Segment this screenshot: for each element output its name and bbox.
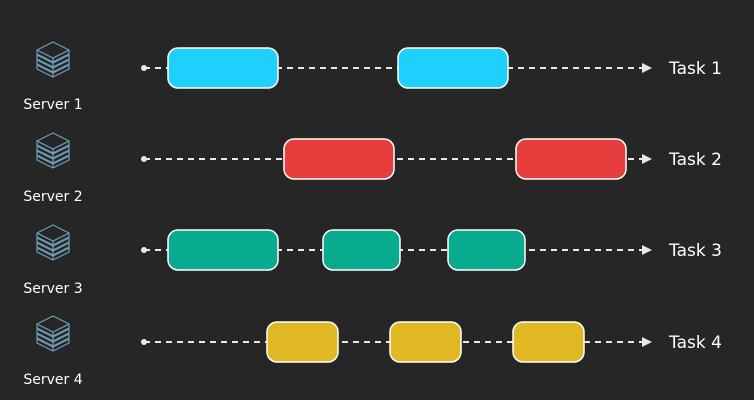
task-label: Task 2 [668, 150, 722, 170]
task-label: Task 3 [668, 241, 722, 261]
task-block-3 [447, 229, 526, 271]
server-stack-icon [36, 315, 70, 352]
row-1: Server 1 Task 1 [23, 41, 722, 113]
task-block-3 [512, 321, 585, 363]
task-block-1 [167, 47, 279, 89]
server-stack-icon [36, 132, 70, 169]
server-stack-icon [36, 41, 70, 78]
server-label: Server 4 [23, 372, 82, 388]
task-label: Task 1 [668, 59, 722, 79]
server-label: Server 3 [23, 281, 82, 297]
row-3: Server 3 Task 3 [23, 224, 722, 297]
server-label: Server 2 [23, 189, 82, 205]
task-block-1 [167, 229, 279, 271]
task-block-1 [283, 138, 395, 180]
server-label: Server 1 [23, 97, 82, 113]
row-2: Server 2 Task 2 [23, 132, 722, 205]
task-block-2 [322, 229, 401, 271]
task-label: Task 4 [668, 333, 722, 353]
task-block-2 [515, 138, 627, 180]
server-stack-icon [36, 224, 70, 261]
task-block-1 [266, 321, 339, 363]
task-block-2 [389, 321, 462, 363]
task-block-2 [397, 47, 509, 89]
row-4: Server 4 Task 4 [23, 315, 722, 388]
